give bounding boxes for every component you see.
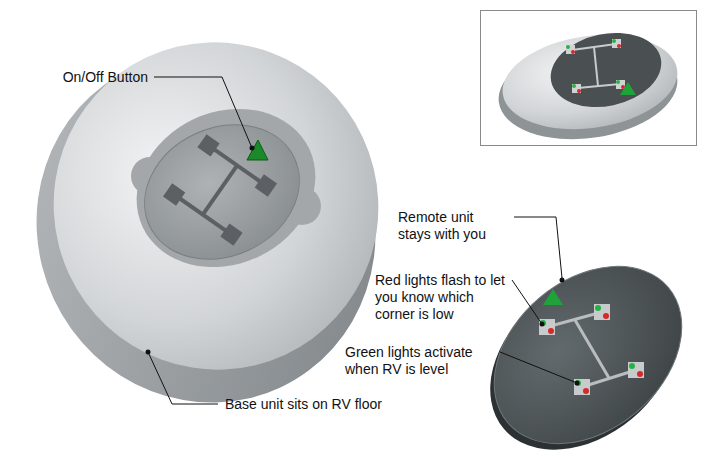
remote-label: Remote unit stays with you [398, 209, 506, 243]
leader-lines [148, 77, 577, 404]
button-label: On/Off Button [20, 69, 148, 86]
remote-unit [455, 230, 716, 456]
inset [481, 11, 697, 151]
base-label: Base unit sits on RV floor [225, 396, 465, 413]
level-symbol [163, 134, 277, 246]
remote-on-off [543, 289, 563, 305]
base-face [122, 100, 321, 284]
recess [111, 80, 342, 296]
green-light-label: Green lights activate when RV is level [345, 344, 493, 378]
leader-dots [146, 146, 580, 386]
remote-face [459, 230, 716, 456]
base-unit [0, 0, 433, 456]
red-light-label: Red lights flash to let you know which c… [375, 272, 511, 323]
